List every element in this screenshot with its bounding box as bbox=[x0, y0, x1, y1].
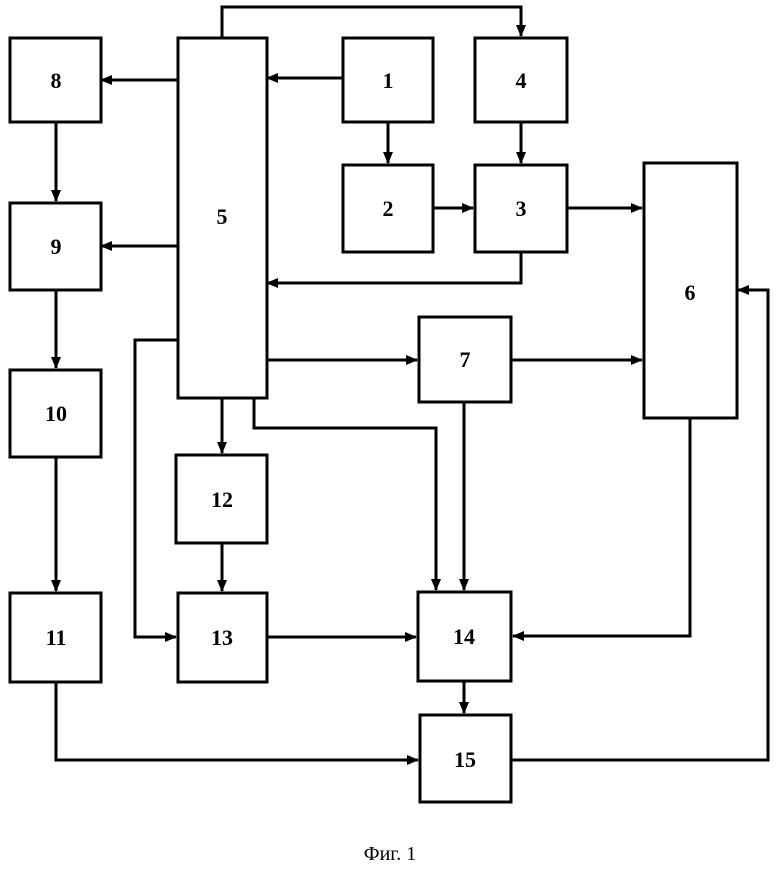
block-7: 7 bbox=[419, 317, 511, 402]
block-14: 14 bbox=[418, 592, 511, 681]
wire-11-to-15 bbox=[56, 682, 418, 760]
block-2-label: 2 bbox=[383, 196, 394, 221]
block-12-label: 12 bbox=[211, 487, 233, 512]
block-12: 12 bbox=[176, 455, 267, 543]
block-7-label: 7 bbox=[460, 347, 471, 372]
block-13-label: 13 bbox=[211, 625, 233, 650]
wire-6-to-14 bbox=[513, 418, 690, 636]
block-1: 1 bbox=[343, 38, 433, 122]
block-1-label: 1 bbox=[383, 68, 394, 93]
block-13: 13 bbox=[178, 593, 267, 682]
block-2: 2 bbox=[343, 165, 433, 252]
figure-caption: Фиг. 1 bbox=[364, 843, 416, 865]
wire-5-to-4 bbox=[222, 7, 521, 38]
block-10-label: 10 bbox=[45, 401, 67, 426]
block-8: 8 bbox=[10, 38, 101, 122]
block-10: 10 bbox=[10, 370, 101, 457]
block-9: 9 bbox=[10, 203, 101, 290]
block-8-label: 8 bbox=[51, 68, 62, 93]
wire-5-to-14 bbox=[254, 398, 436, 590]
block-15: 15 bbox=[420, 715, 511, 802]
block-4: 4 bbox=[475, 38, 567, 122]
block-6-label: 6 bbox=[685, 280, 696, 305]
block-15-label: 15 bbox=[454, 747, 476, 772]
block-3: 3 bbox=[475, 165, 567, 252]
block-3-label: 3 bbox=[516, 196, 527, 221]
block-11-label: 11 bbox=[46, 625, 67, 650]
block-6: 6 bbox=[644, 163, 737, 418]
block-4-label: 4 bbox=[516, 68, 527, 93]
wire-5-to-13 bbox=[135, 340, 178, 637]
block-5-label: 5 bbox=[217, 204, 228, 229]
block-9-label: 9 bbox=[51, 234, 62, 259]
block-11: 11 bbox=[10, 593, 101, 682]
block-5: 5 bbox=[178, 38, 267, 398]
wire-3-to-5 bbox=[267, 252, 521, 283]
block-14-label: 14 bbox=[453, 624, 475, 649]
